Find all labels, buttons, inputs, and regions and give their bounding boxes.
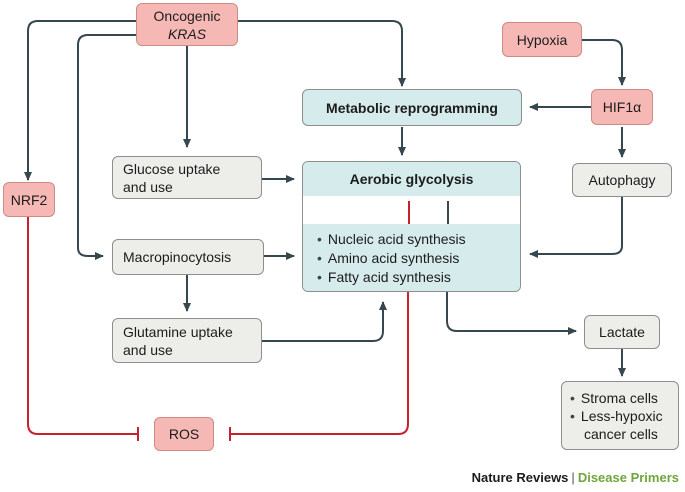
glutamine-label-line2: and use xyxy=(123,341,173,358)
arrow-kras-nrf2 xyxy=(24,20,136,181)
inhibit-nrf2-ros xyxy=(27,217,139,441)
metabolic-label: Metabolic reprogramming xyxy=(326,99,498,116)
kras-label-line1: Oncogenic xyxy=(153,7,221,24)
hypoxia-node: Hypoxia xyxy=(502,22,582,57)
synthesis-item: Fatty acid synthesis xyxy=(317,268,520,287)
autophagy-label: Autophagy xyxy=(588,172,656,188)
hif1a-label: HIF1α xyxy=(602,99,642,115)
series-name: Disease Primers xyxy=(577,470,679,485)
stroma-item: Stroma cells xyxy=(570,389,658,407)
glutamine-uptake-node: Glutamine uptake and use xyxy=(112,318,262,363)
arrow-autophagy-glyco xyxy=(529,197,623,258)
aerobic-label: Aerobic glycolysis xyxy=(349,171,474,187)
arrow-glutamine-glyco xyxy=(262,301,387,342)
macro-label: Macropinocytosis xyxy=(123,249,232,265)
arrow-kras-macro xyxy=(77,34,136,260)
ros-node: ROS xyxy=(154,417,214,451)
glucose-label-line2: and use xyxy=(123,178,173,195)
lactate-label: Lactate xyxy=(599,324,645,340)
aerobic-glycolysis-node: Aerobic glycolysis Nucleic acid synthesi… xyxy=(302,161,521,292)
autophagy-node: Autophagy xyxy=(572,163,672,197)
glycolysis-connector-lines xyxy=(408,201,449,224)
stroma-item: Less-hypoxic xyxy=(570,407,663,425)
glucose-uptake-node: Glucose uptake and use xyxy=(112,156,262,199)
stroma-item-cont: cancer cells xyxy=(584,425,658,442)
glucose-label-line1: Glucose uptake xyxy=(123,160,221,177)
ros-label: ROS xyxy=(168,426,200,442)
arrow-kras-metabolic xyxy=(238,20,406,87)
aerobic-glycolysis-header: Aerobic glycolysis xyxy=(303,162,520,196)
macropinocytosis-node: Macropinocytosis xyxy=(112,239,264,275)
journal-footer: Nature Reviews|Disease Primers xyxy=(472,470,679,485)
nrf2-label: NRF2 xyxy=(10,191,48,208)
nrf2-node: NRF2 xyxy=(3,182,55,217)
journal-name: Nature Reviews xyxy=(471,470,569,485)
lactate-node: Lactate xyxy=(584,315,660,349)
arrow-hypoxia-hif1a xyxy=(582,39,626,86)
synthesis-item: Amino acid synthesis xyxy=(317,249,520,268)
kras-label-line2: KRAS xyxy=(167,25,207,42)
glutamine-label-line1: Glutamine uptake xyxy=(123,323,233,340)
oncogenic-kras-node: Oncogenic KRAS xyxy=(136,3,238,46)
stroma-cells-node: Stroma cells Less-hypoxic cancer cells xyxy=(561,381,679,450)
arrow-glyco-lactate xyxy=(446,292,577,335)
hypoxia-label: Hypoxia xyxy=(516,31,568,48)
metabolic-reprogramming-node: Metabolic reprogramming xyxy=(302,89,522,126)
synthesis-item: Nucleic acid synthesis xyxy=(317,230,520,249)
biosynthesis-list: Nucleic acid synthesis Amino acid synthe… xyxy=(303,224,520,291)
hif1a-node: HIF1α xyxy=(591,89,653,125)
inhibit-glyco-ros xyxy=(229,292,409,441)
footer-separator: | xyxy=(571,470,575,485)
